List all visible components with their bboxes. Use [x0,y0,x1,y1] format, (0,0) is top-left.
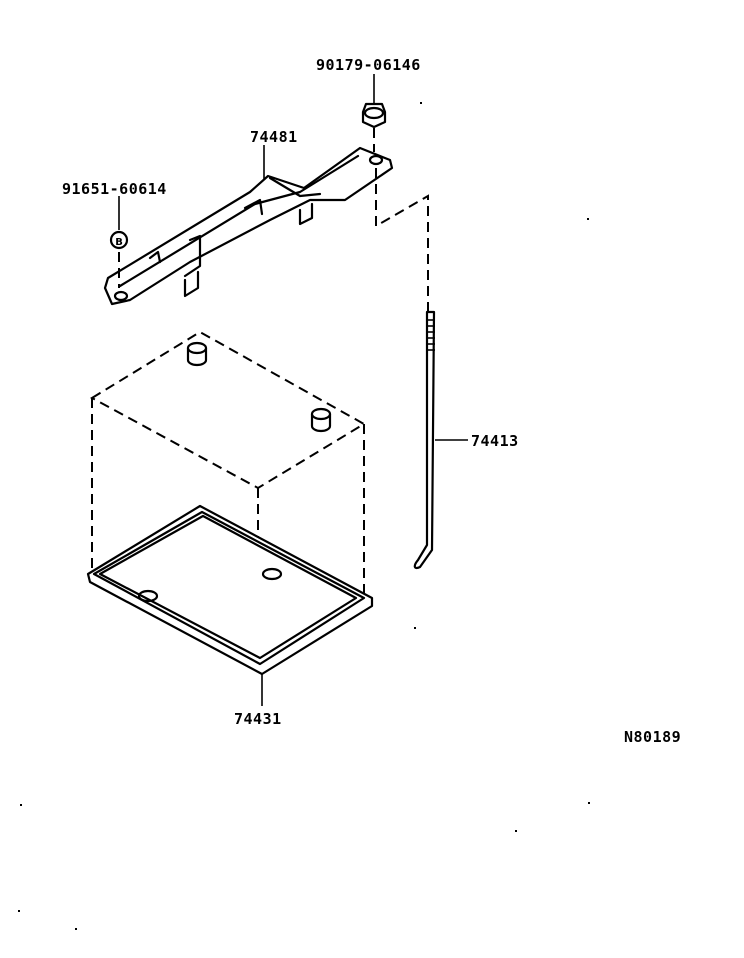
nut-part [361,74,387,152]
diagram-code: N80189 [624,728,681,746]
clamp-bracket-part [103,145,394,306]
battery-tray-part [86,504,374,706]
bolt-b-marker: B [115,237,123,248]
battery-terminal-left [186,341,208,367]
battery-outline [89,330,366,660]
rod-guide-line [375,168,429,312]
battery-terminal-right [310,407,332,433]
bolt-b-part: B [109,196,129,288]
label-clamp: 74481 [250,128,298,146]
label-bolt-b: 91651-60614 [62,180,167,198]
scan-specks [18,102,590,930]
hold-down-rod-part [413,310,468,570]
label-tray: 74431 [234,710,282,728]
label-nut: 90179-06146 [316,56,421,74]
label-rod: 74413 [471,432,519,450]
